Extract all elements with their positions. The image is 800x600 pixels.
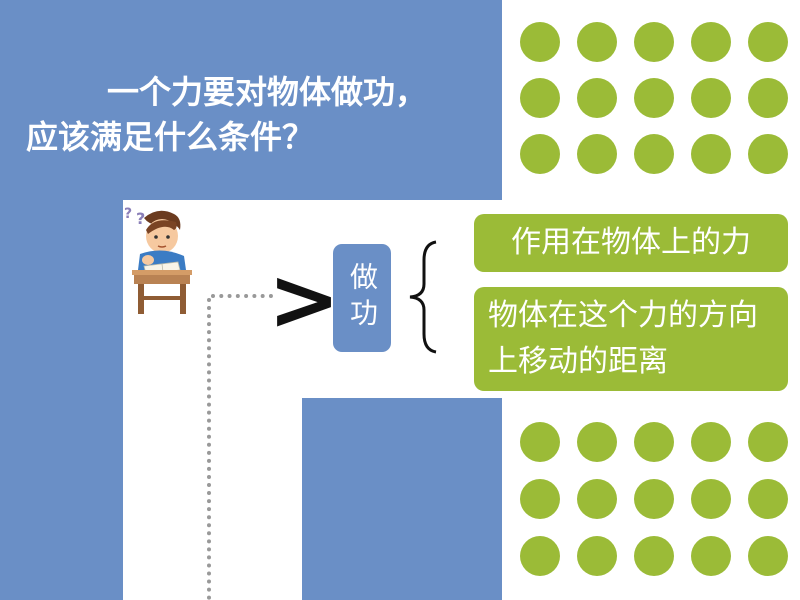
condition-text: 物体在这个力的方向上移动的距离 [488, 298, 758, 379]
decorative-dot [691, 134, 731, 174]
decorative-dot [634, 479, 674, 519]
decorative-dot [577, 78, 617, 118]
decorative-dot [577, 22, 617, 62]
decorative-dot [748, 536, 788, 576]
decorative-dot [634, 422, 674, 462]
decorative-dot [634, 134, 674, 174]
decorative-dot [748, 22, 788, 62]
question-line-1: 一个力要对物体做功， [107, 73, 428, 111]
decorative-dot [577, 422, 617, 462]
left-curly-brace-icon [409, 240, 437, 354]
decorative-dot [577, 479, 617, 519]
decorative-dot [577, 134, 617, 174]
concept-box-zuogong: 做功 [333, 244, 391, 352]
greater-than-arrow-icon: > [268, 250, 341, 350]
condition-box-distance: 物体在这个力的方向上移动的距离 [474, 287, 788, 391]
decorative-dot [691, 479, 731, 519]
svg-text:?: ? [136, 209, 145, 228]
decorative-dot [634, 22, 674, 62]
dotted-connector-vertical [207, 298, 211, 600]
dotted-connector-horizontal [211, 294, 273, 298]
decorative-dot [691, 78, 731, 118]
blue-panel-top [0, 0, 502, 200]
decorative-dot [520, 536, 560, 576]
condition-box-force: 作用在物体上的力 [474, 214, 788, 272]
svg-text:?: ? [124, 206, 132, 222]
question-line-2: 应该满足什么条件？ [26, 118, 315, 156]
decorative-dot [691, 22, 731, 62]
blue-panel-left [0, 200, 123, 600]
decorative-dot [691, 422, 731, 462]
decorative-dot [634, 536, 674, 576]
decorative-dot [691, 536, 731, 576]
condition-text: 作用在物体上的力 [511, 225, 751, 260]
decorative-dot [520, 479, 560, 519]
decorative-dot [520, 134, 560, 174]
decorative-dot [520, 22, 560, 62]
decorative-dot [748, 422, 788, 462]
decorative-dot [748, 134, 788, 174]
blue-panel-bottom [302, 398, 502, 600]
decorative-dot [634, 78, 674, 118]
decorative-dot [748, 479, 788, 519]
decorative-dot [577, 536, 617, 576]
decorative-dot [520, 422, 560, 462]
decorative-dot [748, 78, 788, 118]
student-reading-icon: ? ? [124, 206, 192, 314]
decorative-dot [520, 78, 560, 118]
